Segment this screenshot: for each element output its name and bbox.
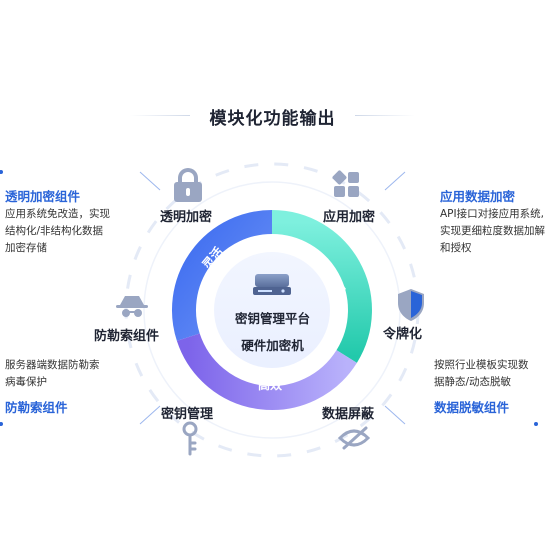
card-line: 服务器端数据防勒索 xyxy=(5,359,100,371)
card-line: 据静态/动态脱敏 xyxy=(434,376,512,388)
card-title-ransomware: 防勒索组件 xyxy=(5,400,68,415)
card-line: 结构化/非结构化数据 xyxy=(5,225,104,237)
connector-transparent xyxy=(0,170,161,191)
key-icon xyxy=(182,421,198,456)
card-line: 按照行业模板实现数 xyxy=(434,359,529,371)
card-desc-masking: 按照行业模板实现数 据静态/动态脱敏 xyxy=(434,357,529,391)
spy-icon xyxy=(116,296,148,317)
shield-icon xyxy=(398,289,424,321)
card-line: 病毒保护 xyxy=(5,376,47,388)
card-desc-ransomware: 服务器端数据防勒索 病毒保护 xyxy=(5,357,100,391)
connector-app-data xyxy=(384,171,545,191)
card-line: 加密存储 xyxy=(5,242,47,254)
eye-off-icon xyxy=(337,426,371,450)
node-label-app-encryption: 应用加密 xyxy=(323,210,376,225)
diagram-title: 模块化功能输出 xyxy=(209,109,336,129)
card-title-app-data: 应用数据加密 xyxy=(440,189,516,204)
card-title-masking: 数据脱敏组件 xyxy=(434,400,510,415)
title-divider-left xyxy=(130,115,190,116)
grid-icon xyxy=(332,170,359,197)
node-label-key-management: 密钥管理 xyxy=(161,407,214,422)
ring-segment-scalable xyxy=(271,210,372,363)
node-label-data-masking: 数据屏蔽 xyxy=(322,407,375,422)
server-icon xyxy=(253,274,291,295)
card-line: 和授权 xyxy=(440,242,472,254)
card-line: API接口对接应用系统, xyxy=(440,208,544,220)
node-label-transparent-encryption: 透明加密 xyxy=(160,210,213,225)
lock-icon xyxy=(174,168,202,202)
center-label-platform: 密钥管理平台 xyxy=(234,311,310,326)
ring-segment-efficient xyxy=(176,333,357,410)
card-line: 实现更细粒度数据加解 xyxy=(440,225,545,237)
inner-glow xyxy=(214,252,330,368)
connector-masking xyxy=(384,405,538,426)
center-label-hsm: 硬件加密机 xyxy=(241,338,304,353)
card-desc-app-data: API接口对接应用系统, 实现更细粒度数据加解 和授权 xyxy=(440,206,545,257)
connector-ransomware xyxy=(0,405,161,426)
ring-word-efficient: 高效 xyxy=(258,377,283,392)
card-title-transparent: 透明加密组件 xyxy=(5,189,81,204)
node-label-token: 令牌化 xyxy=(383,327,423,342)
card-desc-transparent: 应用系统免改造，实现 结构化/非结构化数据 加密存储 xyxy=(5,206,110,257)
node-label-anti-ransomware: 防勒索组件 xyxy=(94,329,160,344)
ring-segment-flexible xyxy=(172,210,273,341)
title-divider-right xyxy=(355,115,415,116)
card-line: 应用系统免改造，实现 xyxy=(5,208,110,220)
